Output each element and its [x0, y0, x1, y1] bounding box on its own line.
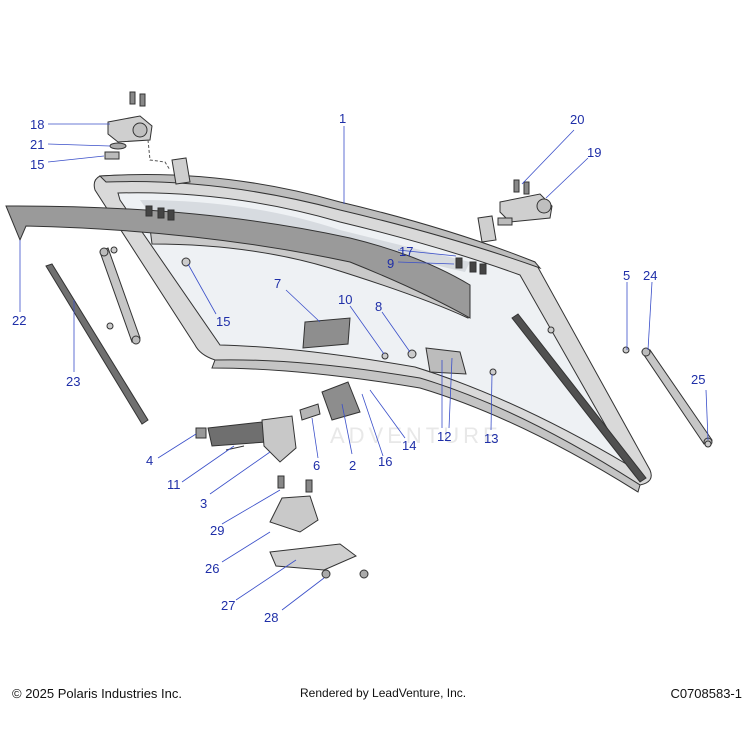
- label-plate: [302, 317, 351, 349]
- right-seal-strip: [511, 313, 647, 483]
- callout-11: 11: [167, 477, 181, 492]
- callout-29: 29: [210, 523, 224, 538]
- callout-9: 9: [387, 256, 394, 271]
- drawing-id: C0708583-1: [670, 686, 742, 701]
- callout-17: 17: [399, 244, 413, 259]
- callout-13: 13: [484, 431, 498, 446]
- callout-12: 12: [437, 429, 451, 444]
- callout-4: 4: [146, 453, 153, 468]
- callout-7: 7: [274, 276, 281, 291]
- copyright-text: © 2025 Polaris Industries Inc.: [12, 686, 182, 701]
- callout-22: 22: [12, 313, 26, 328]
- callout-28: 28: [264, 610, 278, 625]
- callout-14: 14: [402, 438, 416, 453]
- callout-19: 19: [587, 145, 601, 160]
- top-seal-strip: [5, 205, 471, 319]
- left-seal-strip: [45, 263, 149, 425]
- callout-10: 10: [338, 292, 352, 307]
- callout-1: 1: [339, 111, 346, 126]
- bracket-bolt: [277, 475, 285, 489]
- rendered-by-text: Rendered by LeadVenture, Inc.: [300, 686, 467, 700]
- watermark: ADVENTURE: [330, 423, 502, 448]
- base-bolt: [359, 569, 369, 579]
- latch-body: [321, 381, 361, 421]
- latch-plate: [425, 347, 467, 375]
- callout-3: 3: [200, 496, 207, 511]
- callout-8: 8: [375, 299, 382, 314]
- callout-5: 5: [623, 268, 630, 283]
- latch-spring: [299, 403, 321, 421]
- callout-15-top: 15: [30, 157, 44, 172]
- rear-window-frame: [93, 173, 652, 493]
- left-hinge-bracket: [104, 91, 171, 171]
- window-hinge-tabs: [171, 157, 497, 243]
- callout-25: 25: [691, 372, 705, 387]
- callout-6: 6: [313, 458, 320, 473]
- callout-27: 27: [221, 598, 235, 613]
- callout-20: 20: [570, 112, 584, 127]
- right-gas-strut: [641, 347, 713, 447]
- callout-26: 26: [205, 561, 219, 576]
- callout-21: 21: [30, 137, 44, 152]
- callout-18: 18: [30, 117, 44, 132]
- right-hinge-bracket: [497, 179, 553, 226]
- callout-labels: 1 2 3 4 5 6 7 8 9 10 11 12 13 14 15 15 1…: [12, 111, 705, 625]
- frame-fasteners: [106, 205, 712, 448]
- callout-15-mid: 15: [216, 314, 230, 329]
- callout-2: 2: [349, 458, 356, 473]
- callout-23: 23: [66, 374, 80, 389]
- callout-16: 16: [378, 454, 392, 469]
- release-handle: [195, 415, 297, 463]
- striker-bracket: [269, 495, 319, 533]
- left-gas-strut: [99, 247, 141, 345]
- striker-base-plate: [269, 543, 357, 571]
- leader-lines: [19, 123, 709, 611]
- callout-24: 24: [643, 268, 657, 283]
- bracket-bolt: [305, 479, 313, 493]
- base-bolt: [321, 569, 331, 579]
